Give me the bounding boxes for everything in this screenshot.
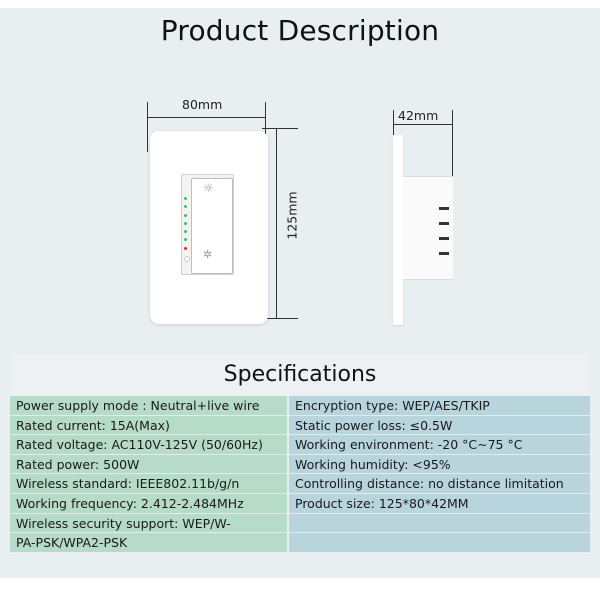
spec-cell-right [289, 533, 590, 553]
dim-extension-top [262, 128, 298, 129]
led-indicator-icon [184, 214, 187, 217]
led-indicator-icon [184, 256, 190, 262]
table-row: PA-PSK/WPA2-PSK [10, 533, 590, 553]
sun-dim-icon: ✲ [203, 248, 213, 261]
spec-cell-right: Controlling distance: no distance limita… [289, 474, 590, 494]
led-indicator-icon [184, 230, 187, 233]
dim-extension-left [147, 102, 148, 152]
height-dimension-line [276, 129, 277, 318]
side-plate [393, 135, 403, 325]
width-label: 80mm [182, 97, 223, 112]
width-dimension-line [148, 117, 265, 118]
spec-cell-left: Rated current: 15A(Max) [10, 415, 289, 436]
table-row: Power supply mode : Neutral+live wire En… [10, 396, 590, 416]
depth-dimension-line [394, 124, 452, 125]
spec-cell-right [289, 513, 590, 534]
led-indicator-icon [184, 238, 187, 241]
terminal-screw-icon [439, 207, 449, 210]
dimmer-rocker [191, 178, 233, 274]
table-row: Rated voltage: AC110V-125V (50/60Hz) Wor… [10, 435, 590, 455]
terminal-screw-icon [439, 237, 449, 240]
spec-cell-left: Rated voltage: AC110V-125V (50/60Hz) [10, 435, 289, 455]
spec-cell-right: Product size: 125*80*42MM [289, 493, 590, 514]
sun-bright-icon: ☼ [203, 181, 214, 195]
terminal-screw-icon [439, 222, 449, 225]
table-row: Working frequency: 2.412-2.484MHz Produc… [10, 493, 590, 514]
specifications-title: Specifications [223, 362, 377, 387]
dim-extension-right [265, 102, 266, 152]
dim-extension-bottom [262, 318, 298, 319]
depth-label: 42mm [398, 108, 439, 123]
table-row: Wireless security support: WEP/W- [10, 513, 590, 534]
led-indicator-icon [184, 222, 187, 225]
spec-cell-left: Wireless security support: WEP/W- [10, 513, 289, 534]
terminal-screw-icon [439, 252, 449, 255]
specifications-table: Power supply mode : Neutral+live wire En… [10, 396, 590, 553]
table-row: Rated power: 500W Working humidity: <95% [10, 454, 590, 475]
spec-cell-left: Working frequency: 2.412-2.484MHz [10, 493, 289, 514]
table-row: Wireless standard: IEEE802.11b/g/n Contr… [10, 474, 590, 494]
side-body [403, 176, 453, 280]
led-indicator-icon [184, 205, 187, 208]
page-title: Product Description [160, 14, 440, 47]
spec-cell-right: Static power loss: ≤0.5W [289, 415, 590, 436]
spec-cell-left: PA-PSK/WPA2-PSK [10, 533, 289, 553]
spec-cell-right: Encryption type: WEP/AES/TKIP [289, 396, 590, 416]
spec-cell-left: Rated power: 500W [10, 454, 289, 475]
depth-extension-right [452, 110, 453, 180]
table-row: Rated current: 15A(Max) Static power los… [10, 415, 590, 436]
led-indicator-icon [184, 247, 187, 250]
depth-extension-left [393, 110, 394, 152]
spec-cell-left: Wireless standard: IEEE802.11b/g/n [10, 474, 289, 494]
led-indicator-icon [184, 197, 187, 200]
spec-cell-left: Power supply mode : Neutral+live wire [10, 396, 289, 416]
spec-cell-right: Working humidity: <95% [289, 454, 590, 475]
spec-cell-right: Working environment: -20 °C~75 °C [289, 435, 590, 455]
height-label: 125mm [284, 191, 300, 240]
